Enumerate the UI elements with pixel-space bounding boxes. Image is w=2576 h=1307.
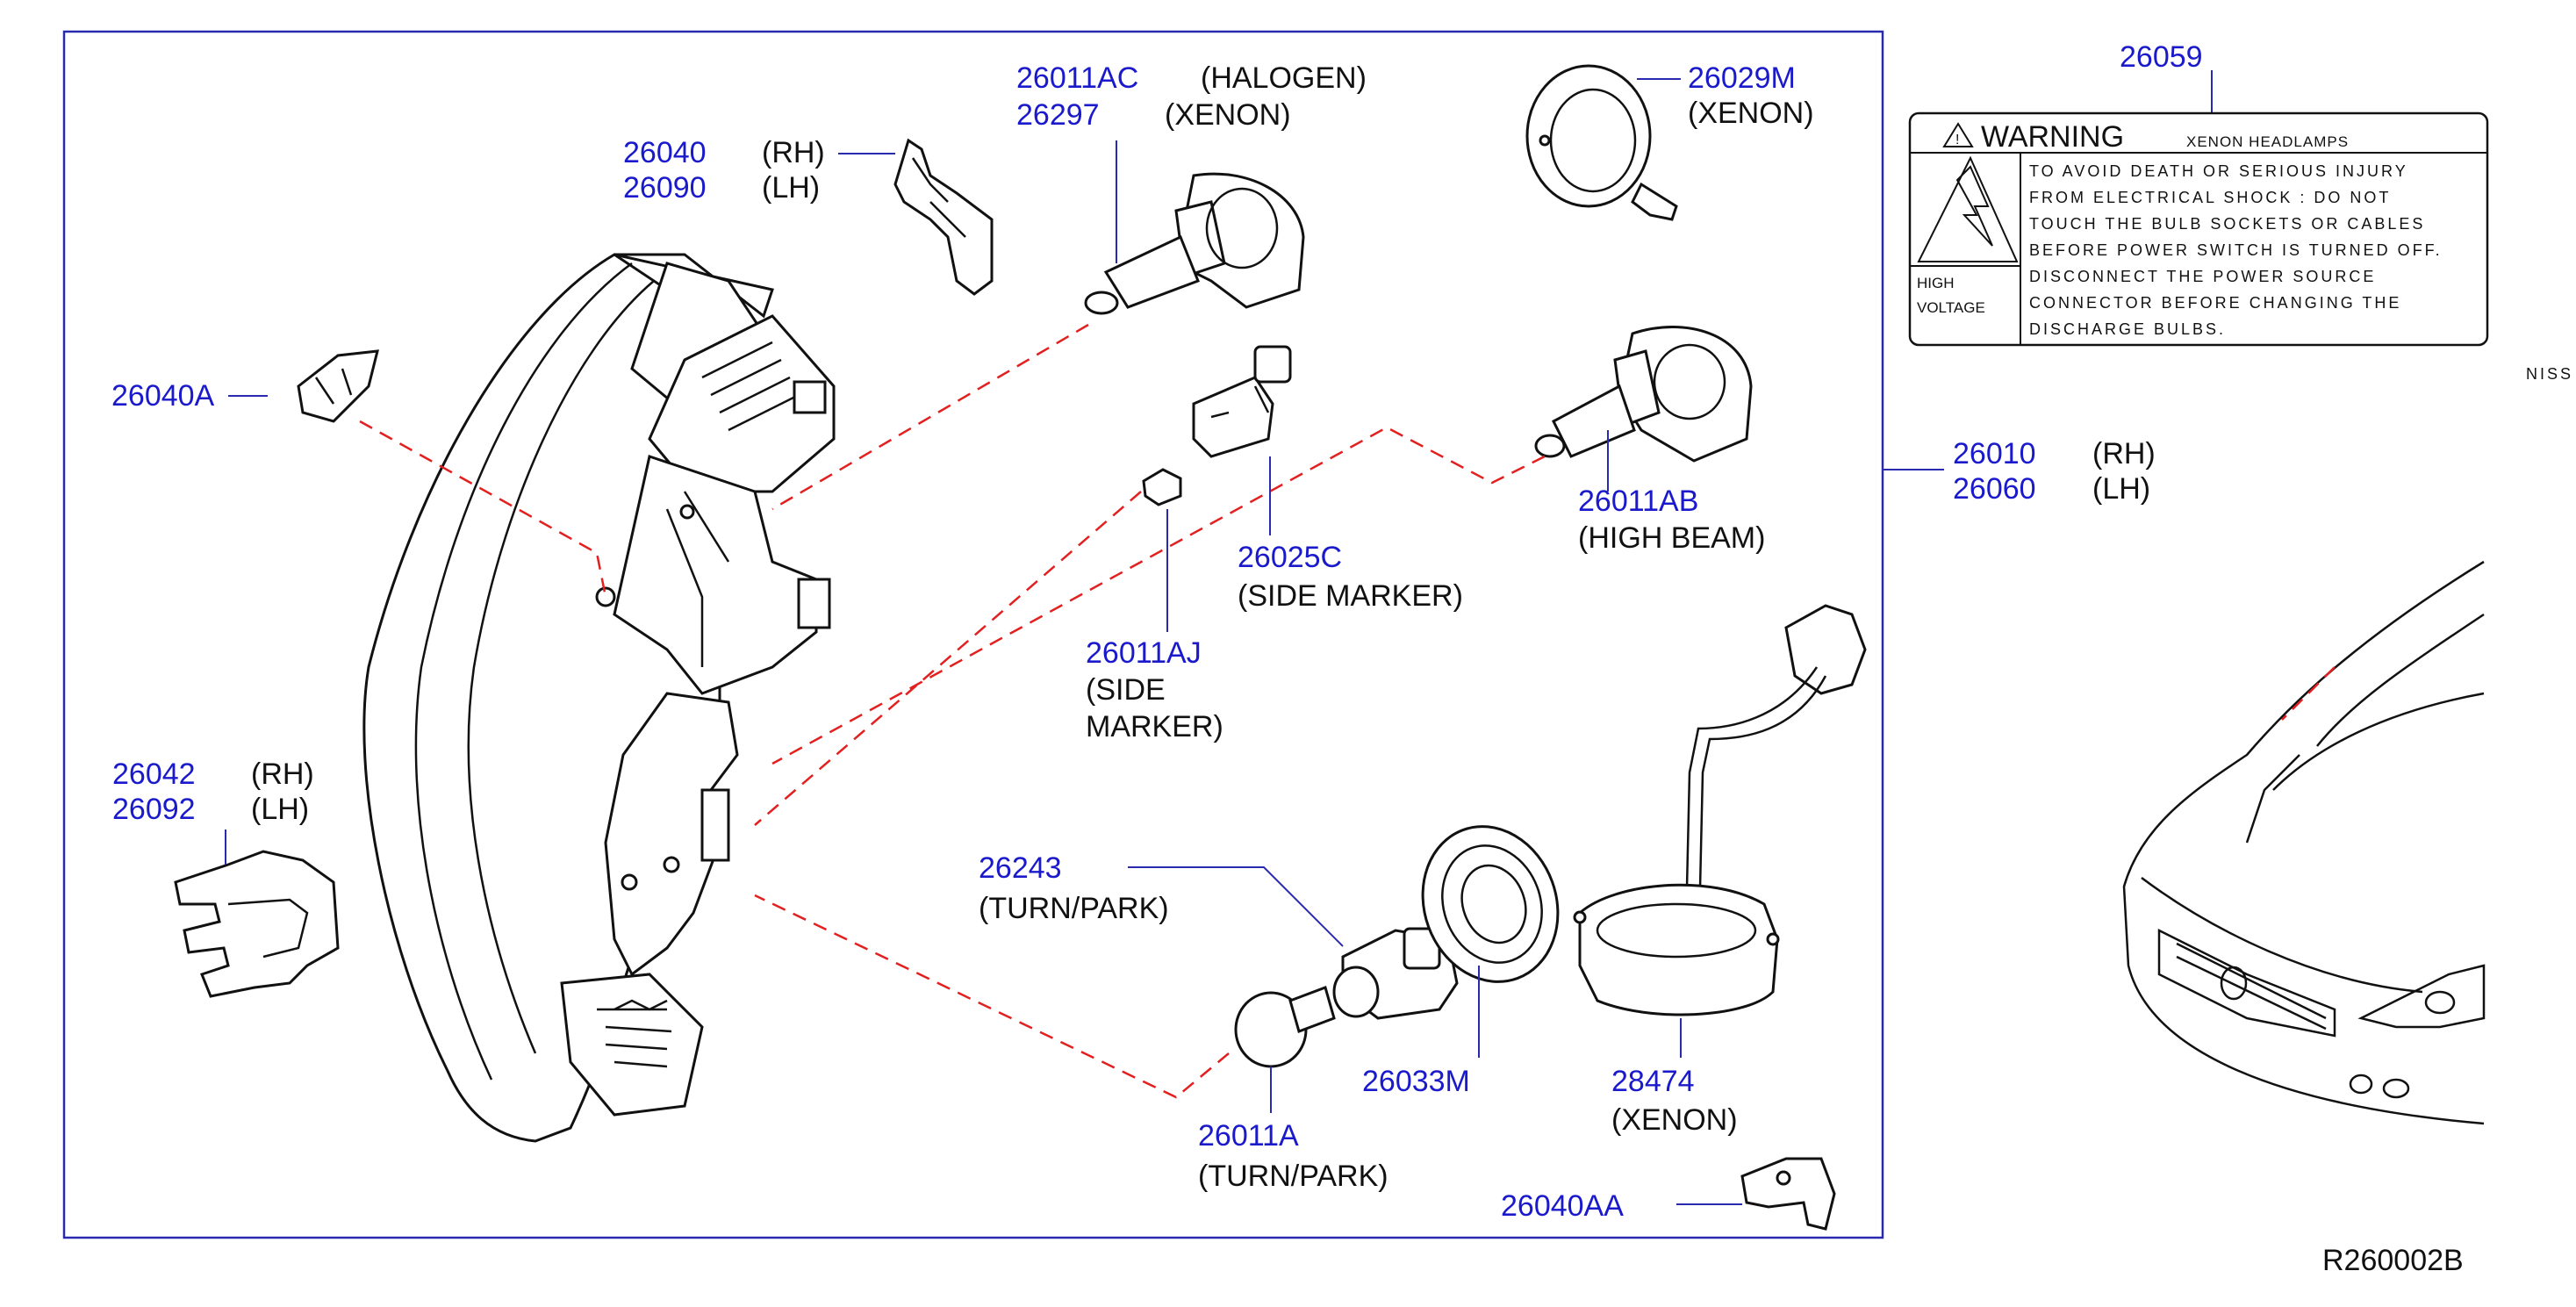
hv-text-line1: HIGH [1917,275,1955,291]
warning-title: WARNING [1981,120,2124,154]
label-rh: (RH) [762,136,825,169]
assembly-dashline [359,420,607,598]
bracket-26042 [174,850,340,998]
clip-26040A [297,349,379,423]
part-number-26011AJ: 26011AJ [1086,636,1202,670]
label-lh: (LH) [762,171,820,205]
label-high-beam: (HIGH BEAM) [1578,521,1765,555]
label-rh: (RH) [2092,437,2156,470]
socket-26025C [1192,345,1292,458]
label-side: (SIDE [1086,673,1166,707]
label-halogen: (HALOGEN) [1201,61,1367,95]
part-number-26092: 26092 [112,793,196,826]
label-lh: (LH) [251,793,309,826]
bulb-26011AC [1084,172,1305,315]
label-marker: MARKER) [1086,710,1223,743]
part-number-26010: 26010 [1953,437,2036,470]
bulb-26011A [1234,986,1336,1068]
hv-text-line2: VOLTAGE [1917,299,1985,316]
assembly-dashline [754,491,1142,826]
part-number-28474: 28474 [1611,1065,1695,1098]
part-number-26011AB: 26011AB [1578,485,1698,518]
clip-26040AA [1740,1157,1836,1231]
part-number-26297: 26297 [1016,98,1100,132]
part-number-26040A: 26040A [111,379,215,413]
caution-triangle-icon [1942,122,1974,147]
label-rh: (RH) [251,758,314,791]
cap-26029M [1525,64,1678,221]
warning-line: BEFORE POWER SWITCH IS TURNED OFF. [2029,241,2443,259]
part-number-26011AC: 26011AC [1016,61,1138,95]
part-number-26011A: 26011A [1198,1119,1299,1153]
part-number-26040AA: 26040AA [1501,1189,1624,1223]
assembly-dashline [754,894,1230,1099]
label-xenon: (XENON) [1688,97,1814,130]
part-number-26059: 26059 [2120,40,2203,74]
warning-label: ! WARNING XENON HEADLAMPS HIGH VOLTAGE T… [1908,111,2489,347]
assembly-dashline [771,426,1546,765]
label-side-marker: (SIDE MARKER) [1238,579,1463,613]
vehicle-locator-illustration [2122,560,2486,1125]
bulb-26011AJ [1142,468,1182,506]
warning-line: CONNECTOR BEFORE CHANGING THE [2029,294,2401,312]
high-voltage-icon [1917,155,2019,262]
part-number-26033M: 26033M [1362,1065,1470,1098]
part-number-26243: 26243 [979,851,1062,885]
exclamation-mark: ! [1955,133,1959,147]
cropped-text-fragment: NISS [2526,365,2573,383]
label-turn-park: (TURN/PARK) [1198,1160,1388,1193]
bulb-26011AB [1534,326,1753,463]
gasket-26033M [1421,825,1560,983]
label-lh: (LH) [2092,472,2150,506]
socket-26243 [1332,927,1459,1020]
figure-code: R260002B [2322,1244,2464,1277]
part-number-26025C: 26025C [1238,541,1342,574]
label-xenon: (XENON) [1611,1103,1738,1137]
label-turn-park: (TURN/PARK) [979,892,1169,925]
warning-line: FROM ELECTRICAL SHOCK : DO NOT [2029,189,2391,206]
label-xenon: (XENON) [1165,98,1291,132]
part-number-26060: 26060 [1953,472,2036,506]
part-number-26029M: 26029M [1688,61,1796,95]
part-number-26042: 26042 [112,758,196,791]
headlamp-housing-drawing [362,253,836,1143]
assembly-dashline [771,323,1089,511]
bracket-26040 [893,138,994,296]
warning-line: TOUCH THE BULB SOCKETS OR CABLES [2029,215,2425,233]
warning-subtitle: XENON HEADLAMPS [2186,133,2349,150]
warning-line: TO AVOID DEATH OR SERIOUS INJURY [2029,162,2408,180]
assembly-frame [62,30,1884,1239]
igniter-28474 [1573,604,1867,1016]
part-number-26090: 26090 [623,171,707,205]
warning-line: DISCHARGE BULBS. [2029,320,2226,338]
part-number-26040: 26040 [623,136,707,169]
warning-line: DISCONNECT THE POWER SOURCE [2029,268,2376,285]
